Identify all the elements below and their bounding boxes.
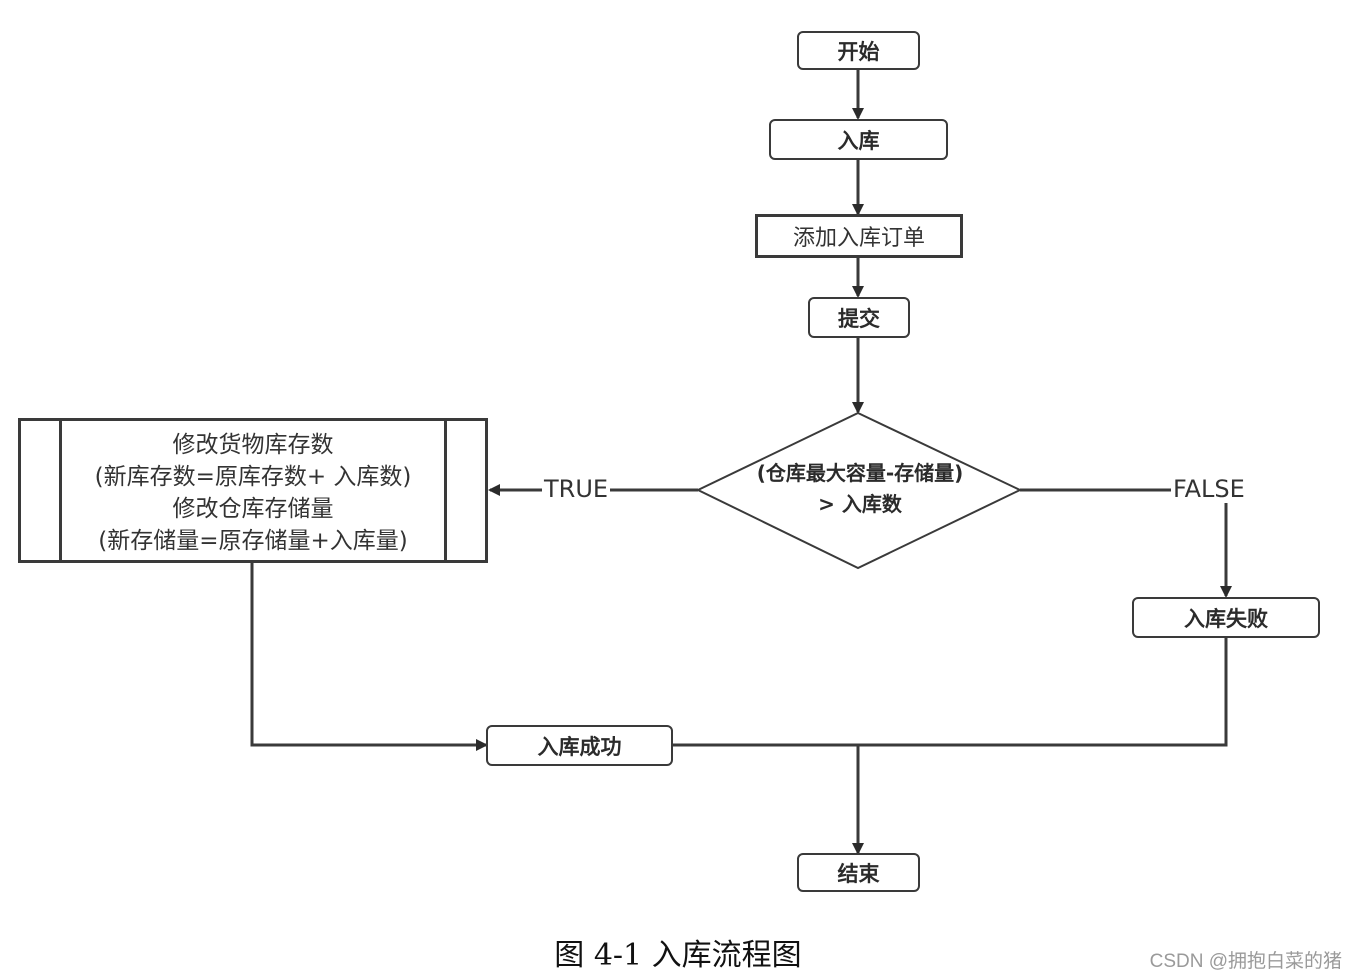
end-node: 结束 [797,853,920,892]
start-node: 开始 [797,31,920,70]
submit-node: 提交 [808,297,910,338]
subprocess-left-bar [59,421,62,560]
subprocess-right-bar [444,421,447,560]
decision-label: (仓库最大容量-存储量) > 入库数 [700,458,1020,520]
success-node-label: 入库成功 [537,734,622,759]
decision-label-line2: > 入库数 [818,492,902,516]
end-node-label: 结束 [837,861,880,886]
decision-label-line1: (仓库最大容量-存储量) [756,461,964,485]
inbound-node: 入库 [769,119,948,160]
edge-fail-to-merge [672,638,1228,747]
true-edge-label: TRUE [542,475,611,503]
submit-node-label: 提交 [838,306,880,331]
start-node-label: 开始 [837,39,880,64]
watermark: CSDN @拥抱白菜的猪 [1149,951,1342,972]
subprocess-text: 修改货物库存数 (新库存数=原库存数+ 入库数) 修改仓库存储量 (新存储量=原… [63,429,443,557]
figure-caption: 图 4-1 入库流程图 [554,938,802,973]
fail-node: 入库失败 [1132,597,1320,638]
subprocess-line4: (新存储量=原存储量+入库量) [98,528,408,554]
edge-decision-false [1020,488,1232,598]
add-order-node-label: 添加入库订单 [792,226,925,251]
update-inventory-subprocess: 修改货物库存数 (新库存数=原库存数+ 入库数) 修改仓库存储量 (新存储量=原… [18,418,488,563]
subprocess-line1: 修改货物库存数 [172,432,334,458]
decision-diamond [695,411,1023,570]
fail-node-label: 入库失败 [1184,606,1268,631]
inbound-node-label: 入库 [837,128,880,153]
edge-update-to-success [250,563,488,751]
success-node: 入库成功 [486,725,673,766]
subprocess-line2: (新库存数=原库存数+ 入库数) [94,464,412,490]
false-edge-label: FALSE [1171,475,1247,503]
add-order-node: 添加入库订单 [755,214,963,258]
subprocess-line3: 修改仓库存储量 [172,496,334,522]
